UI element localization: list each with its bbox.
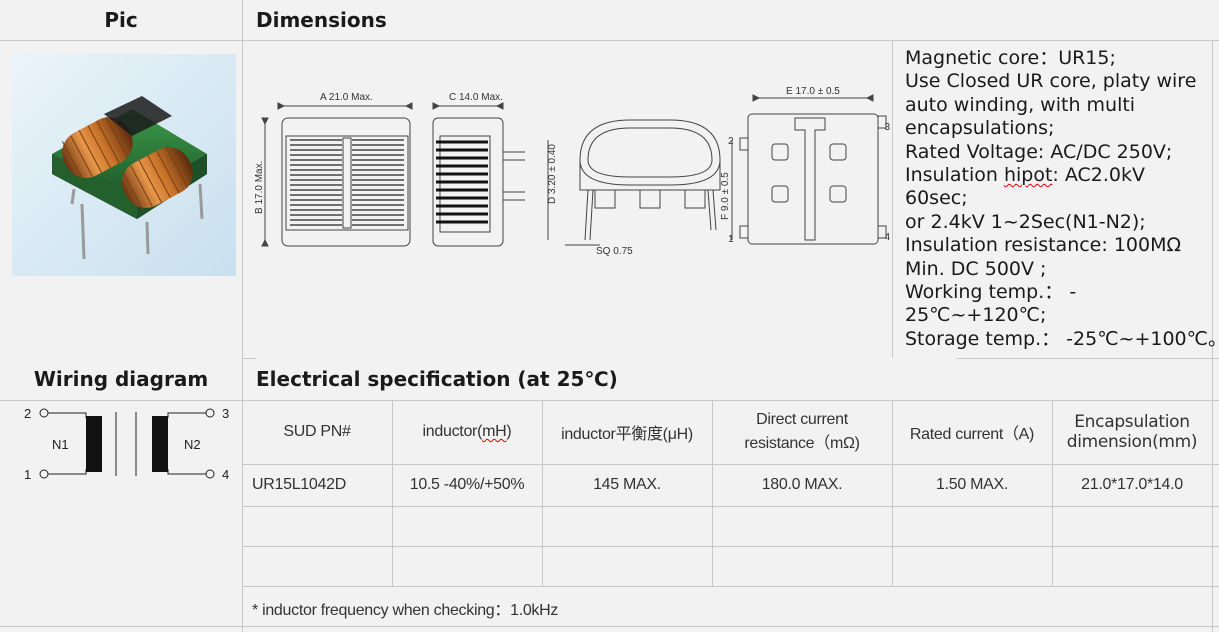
dimensions-header: Dimensions xyxy=(256,0,856,40)
grid-line xyxy=(0,400,1219,401)
table-row-cell: 10.5 -40%/+50% xyxy=(392,464,542,506)
grid-line xyxy=(1052,400,1053,586)
table-row-cell: 21.0*17.0*14.0 xyxy=(1052,464,1212,506)
pic-header: Pic xyxy=(0,0,242,40)
wiring-pin-4: 4 xyxy=(222,467,229,482)
desc-line: Use Closed UR core, platy wire xyxy=(905,70,1197,93)
wiring-diagram-svg: 2 1 3 4 N1 N2 xyxy=(24,406,229,482)
spec-description: Magnetic core：UR15; Use Closed UR core, … xyxy=(905,47,1219,351)
col-inductor-text: ) xyxy=(506,423,512,440)
table-row-cell: UR15L1042D xyxy=(242,464,392,506)
wiring-pin-1: 1 xyxy=(24,467,31,482)
col-inductor-text: inductor( xyxy=(422,423,483,440)
col-rated-current: Rated current（A) xyxy=(909,426,1035,443)
dimension-drawings: A 21.0 Max. B 17.0 Max. C 14.0 Max. D 3.… xyxy=(250,80,890,260)
desc-text: : AC2.0kV xyxy=(1052,164,1146,187)
desc-line: 60sec; xyxy=(905,187,968,210)
col-encapsulation: Encapsulation dimension(mm) xyxy=(1066,412,1198,452)
electrical-header: Electrical specification (at 25℃) xyxy=(256,358,956,400)
pin-2-label: 2 xyxy=(728,136,734,147)
pin-1-label: 1 xyxy=(728,234,734,245)
electrical-header-text: Electrical specification (at 25℃) xyxy=(256,367,618,391)
wiring-n1-label: N1 xyxy=(52,437,69,452)
col-inductor: inductor(mH) xyxy=(423,423,512,441)
grid-line xyxy=(542,400,543,586)
table-header-cell: inductor(mH) xyxy=(392,400,542,464)
grid-line xyxy=(892,40,893,358)
wiring-header: Wiring diagram xyxy=(0,358,242,400)
grid-line xyxy=(892,400,893,586)
grid-line xyxy=(392,400,393,586)
grid-line xyxy=(1212,40,1213,632)
desc-text: Insulation xyxy=(905,164,1004,187)
grid-line xyxy=(242,586,1219,587)
cell-balance: 145 MAX. xyxy=(593,476,661,493)
desc-line: auto winding, with multi xyxy=(905,93,1136,116)
footnote: * inductor frequency when checking：1.0kH… xyxy=(252,596,558,620)
table-header-cell: Rated current（A) xyxy=(892,400,1052,464)
pic-header-text: Pic xyxy=(104,8,138,32)
cell-encapsulation: 21.0*17.0*14.0 xyxy=(1081,476,1183,493)
cell-dc-resistance: 180.0 MAX. xyxy=(761,476,843,493)
pin-4-label: 4 xyxy=(884,232,890,243)
dim-d-label: D 3.20 ± 0.40 xyxy=(547,144,558,204)
grid-line xyxy=(0,40,1219,41)
cell-rated-current: 1.50 MAX. xyxy=(935,476,1008,493)
col-inductor-balance: inductor平衡度(μH) xyxy=(561,426,693,443)
wiring-pin-2: 2 xyxy=(24,406,31,421)
cell-inductance: 10.5 -40%/+50% xyxy=(409,476,525,493)
table-header-cell: Encapsulation dimension(mm) xyxy=(1052,400,1212,464)
desc-text: hipot xyxy=(1003,164,1053,187)
wiring-header-text: Wiring diagram xyxy=(33,367,209,391)
col-inductor-unit: mH xyxy=(482,423,507,440)
grid-line xyxy=(242,464,1219,465)
dim-f-label: F 9.0 ± 0.5 xyxy=(720,172,731,220)
desc-line: or 2.4kV 1~2Sec(N1-N2); xyxy=(905,210,1146,233)
desc-line: Storage temp.： -25℃~+100℃。 xyxy=(905,327,1219,350)
table-row-cell: 180.0 MAX. xyxy=(712,464,892,506)
wiring-pin-3: 3 xyxy=(222,406,229,421)
dim-sq-label: SQ 0.75 xyxy=(596,246,633,257)
desc-line: Magnetic core：UR15; xyxy=(905,47,1116,69)
col-sud-pn: SUD PN# xyxy=(283,423,351,440)
desc-line: Insulation hipot: AC2.0kV xyxy=(905,164,1210,187)
dim-b-label: B 17.0 Max. xyxy=(254,161,265,214)
desc-line: encapsulations; xyxy=(905,117,1055,140)
wiring-n2-label: N2 xyxy=(184,437,201,452)
pin-3-label: 3 xyxy=(884,122,890,133)
desc-line: Min. DC 500V ; xyxy=(905,257,1047,280)
grid-line xyxy=(242,546,1219,547)
cell-part-number: UR15L1042D xyxy=(252,476,346,493)
product-photo xyxy=(12,54,236,276)
table-row-cell: 1.50 MAX. xyxy=(892,464,1052,506)
desc-line: Rated Voltage: AC/DC 250V; xyxy=(905,140,1173,163)
dim-e-label: E 17.0 ± 0.5 xyxy=(786,86,840,97)
footnote-text: * inductor frequency when checking：1.0kH… xyxy=(252,602,559,619)
col-dc-resistance: Direct current resistance（mΩ) xyxy=(744,411,860,452)
common-mode-choke-image xyxy=(12,54,236,276)
table-header-cell: inductor平衡度(μH) xyxy=(542,400,712,464)
table-row-cell: 145 MAX. xyxy=(542,464,712,506)
desc-line: Insulation resistance: 100MΩ xyxy=(905,234,1181,257)
grid-line xyxy=(242,506,1219,507)
dimensions-header-text: Dimensions xyxy=(256,8,387,32)
desc-line: Working temp.： - xyxy=(905,281,1077,304)
wiring-diagram: 2 1 3 4 N1 N2 xyxy=(8,402,238,486)
dim-c-label: C 14.0 Max. xyxy=(449,92,503,103)
grid-line xyxy=(242,0,243,632)
grid-line xyxy=(712,400,713,586)
desc-line: 25℃~+120℃; xyxy=(905,304,1047,327)
table-header-cell: Direct current resistance（mΩ) xyxy=(712,400,892,464)
dim-a-label: A 21.0 Max. xyxy=(320,92,373,103)
grid-line xyxy=(0,626,1219,627)
table-header-cell: SUD PN# xyxy=(242,400,392,464)
dimension-drawing-svg: A 21.0 Max. B 17.0 Max. C 14.0 Max. D 3.… xyxy=(254,86,890,257)
